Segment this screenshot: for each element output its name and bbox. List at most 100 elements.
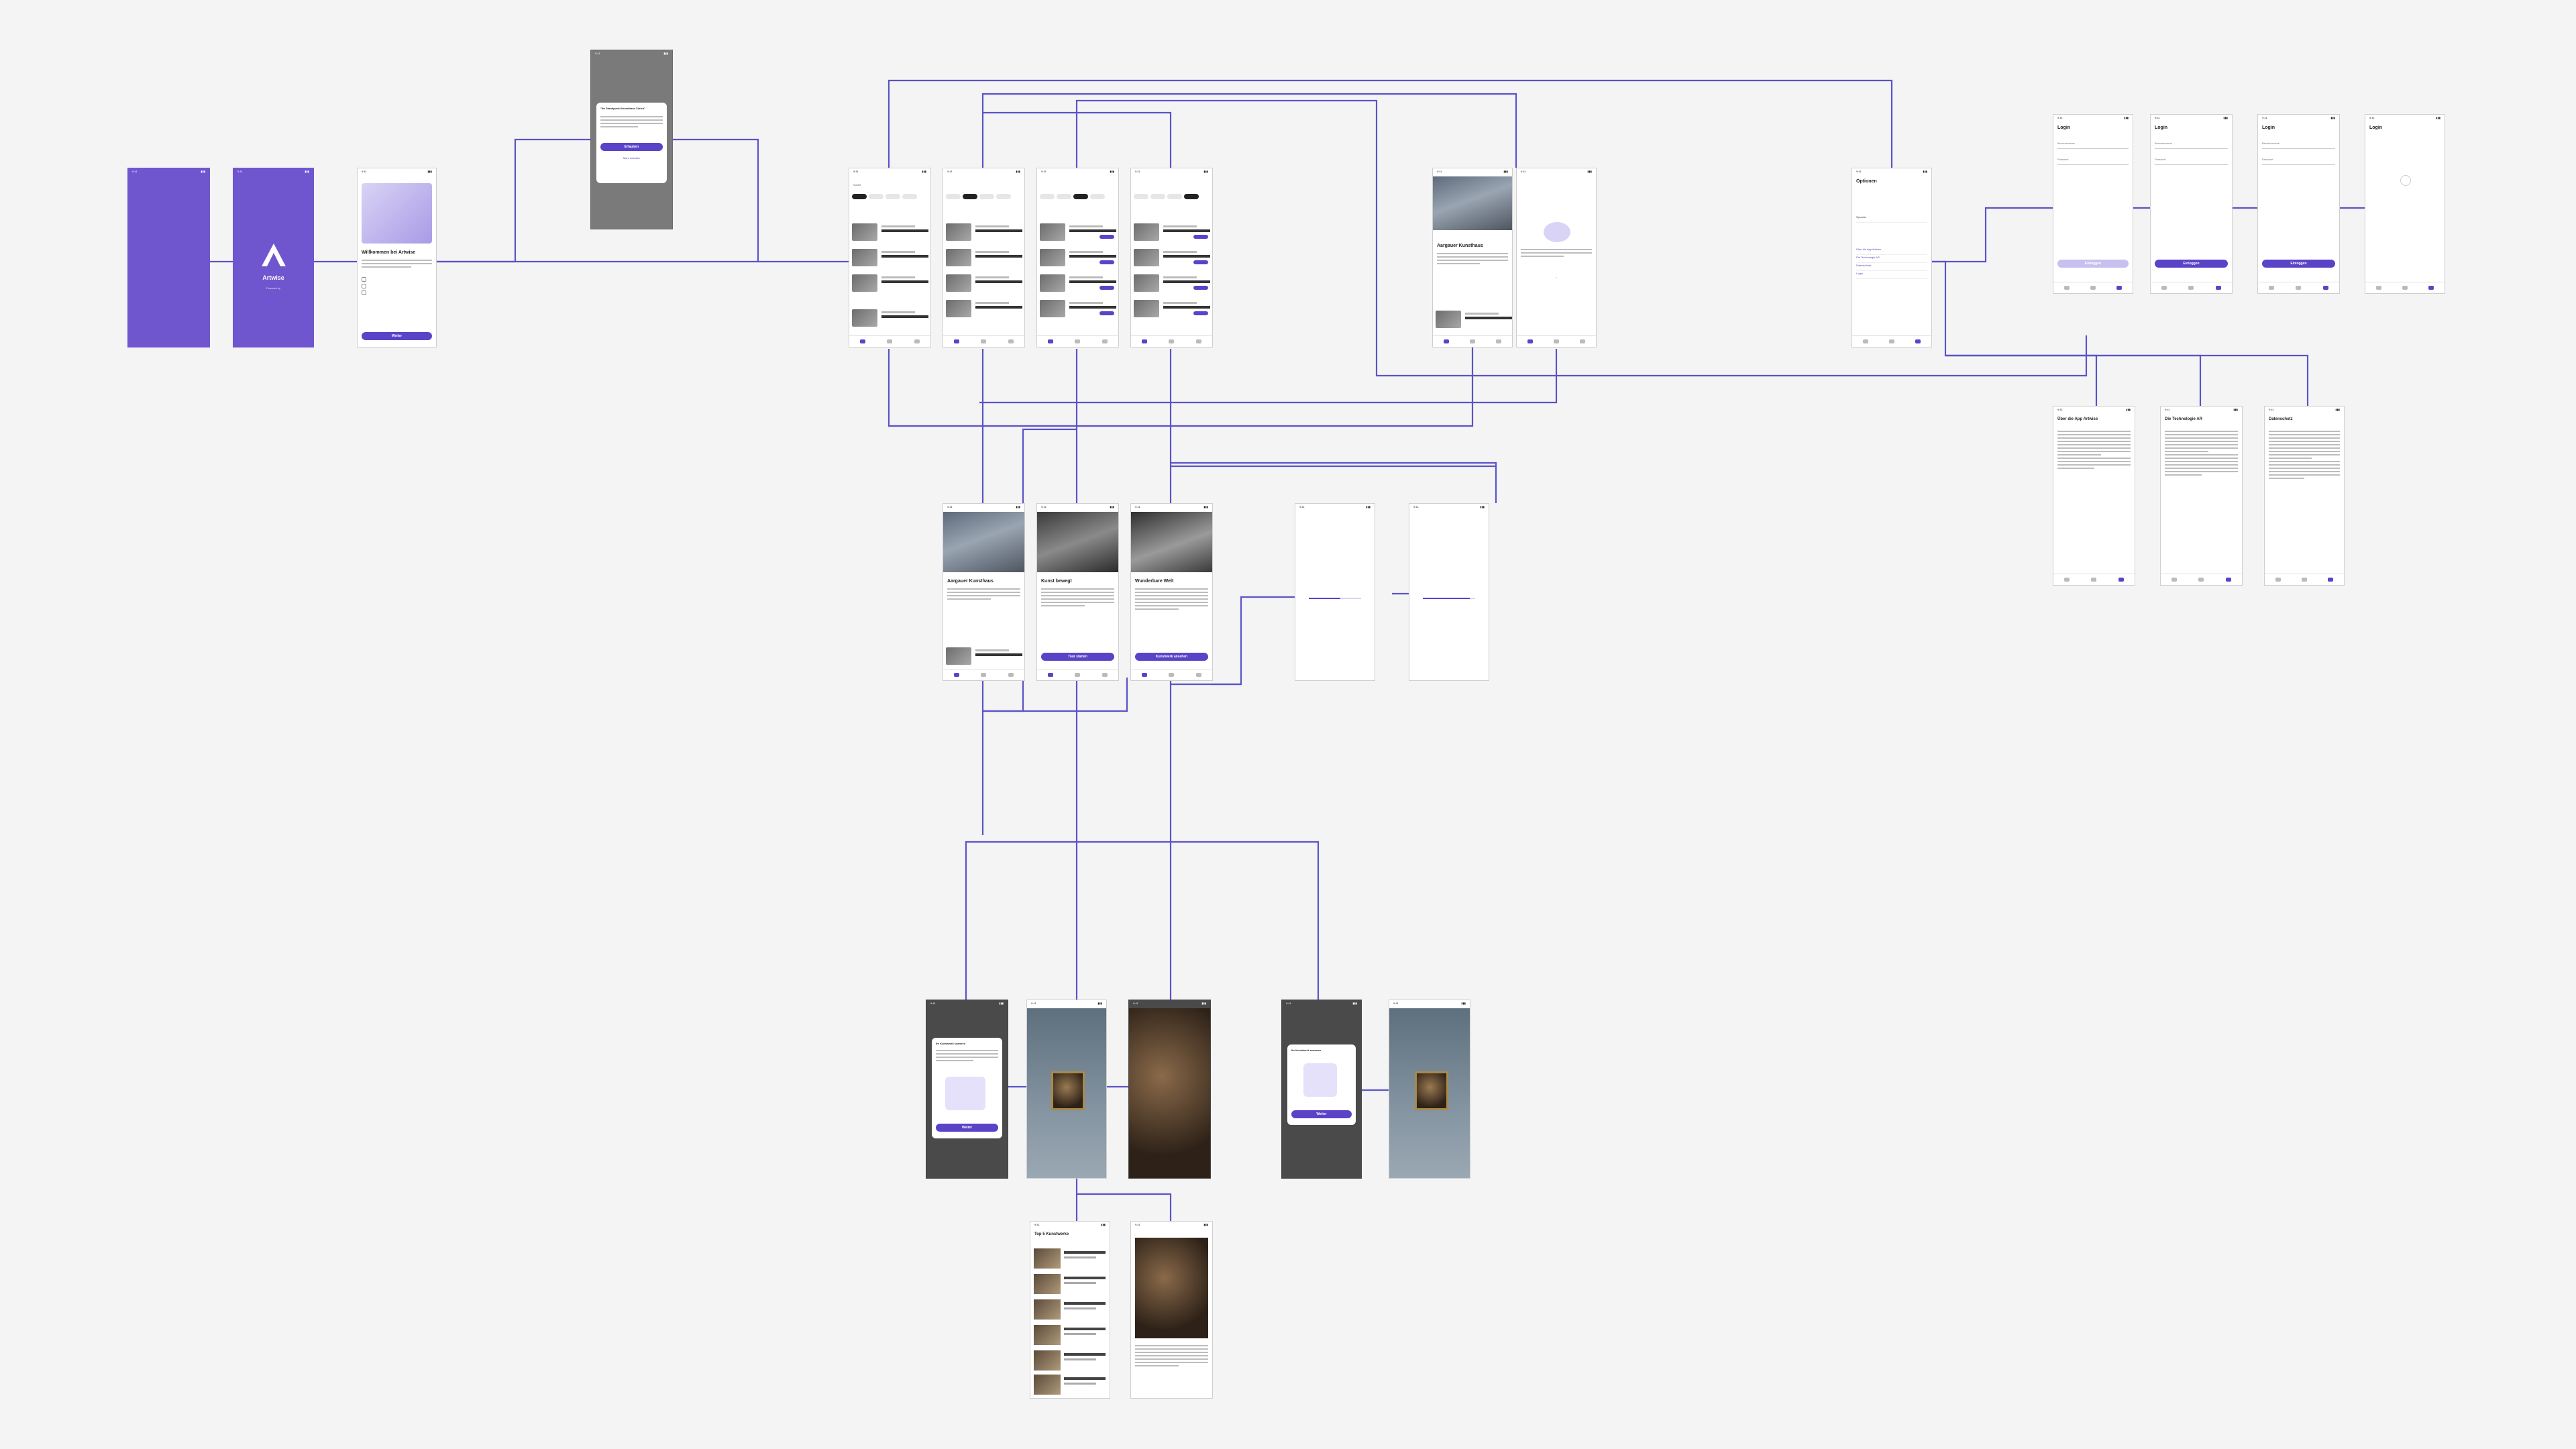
result-thumb[interactable] [1034,1375,1061,1395]
list-item[interactable] [852,274,928,294]
scan-continue-button[interactable]: Weiter [936,1124,998,1132]
tab-explore[interactable] [954,339,959,343]
tab-scan[interactable] [2090,286,2096,290]
tab-options[interactable] [2328,578,2333,582]
tab-scan[interactable] [1075,673,1080,677]
list-item[interactable] [852,223,928,244]
list-item[interactable] [946,647,1022,667]
view-artwork-button[interactable]: Kunstwerk ansehen [1135,653,1208,661]
start-tour-button[interactable]: Tour starten [1041,653,1114,661]
tab-explore[interactable] [1048,673,1053,677]
tab-explore[interactable] [1142,673,1147,677]
detected-painting[interactable] [1051,1071,1085,1110]
tab-scan[interactable] [2091,578,2096,582]
chip-discover[interactable] [1040,194,1055,199]
welcome-check-1[interactable] [362,277,368,282]
tab-scan[interactable] [1889,339,1894,343]
tab-scan[interactable] [1169,673,1174,677]
detected-painting[interactable] [1415,1071,1448,1110]
tab-options[interactable] [914,339,920,343]
permission-deny-link[interactable]: Nicht erlauben [600,156,663,160]
tab-explore[interactable] [2171,578,2177,582]
login-password-field[interactable]: Passwort [2155,158,2228,165]
tab-explore[interactable] [1142,339,1147,343]
tab-scan[interactable] [2198,578,2204,582]
result-thumb[interactable] [1034,1274,1061,1294]
tab-explore[interactable] [2275,578,2281,582]
tab-explore[interactable] [1444,339,1449,343]
tab-explore[interactable] [2376,286,2381,290]
list-item[interactable] [1040,274,1116,294]
chip-artworks[interactable] [902,194,917,199]
result-thumb[interactable] [1034,1248,1061,1269]
tab-scan[interactable] [1554,339,1559,343]
tab-options[interactable] [1496,339,1501,343]
list-item[interactable] [852,309,928,329]
tab-options[interactable] [1915,339,1921,343]
chip-tours[interactable] [885,194,900,199]
tab-options[interactable] [1196,339,1201,343]
login-username-field[interactable]: Benutzername [2155,142,2228,149]
chip-places[interactable] [1057,194,1071,199]
list-item[interactable] [852,249,928,269]
tab-explore[interactable] [860,339,865,343]
chip-artworks[interactable] [1090,194,1105,199]
tab-explore[interactable] [1527,339,1533,343]
tab-options[interactable] [2116,286,2122,290]
chip-discover[interactable] [1134,194,1148,199]
scan-continue-button[interactable]: Weiter [1291,1110,1352,1118]
tab-scan[interactable] [2402,286,2408,290]
explore-search[interactable]: Suche [853,183,926,186]
tab-explore[interactable] [954,673,959,677]
tab-scan[interactable] [1470,339,1475,343]
chip-discover[interactable] [946,194,961,199]
login-username-field[interactable]: Benutzername [2262,142,2335,149]
login-password-field[interactable]: Passwort [2262,158,2335,165]
welcome-check-2[interactable] [362,284,368,288]
list-item[interactable] [946,223,1022,244]
tab-explore[interactable] [1863,339,1868,343]
list-item[interactable] [1040,223,1116,244]
chip-artworks[interactable] [996,194,1011,199]
list-item[interactable] [1040,249,1116,269]
list-item[interactable] [1134,300,1210,320]
tab-explore[interactable] [2161,286,2167,290]
chip-places[interactable] [869,194,883,199]
tab-explore[interactable] [2064,578,2070,582]
tab-options[interactable] [1196,673,1201,677]
result-thumb[interactable] [1034,1350,1061,1371]
option-about[interactable]: Über die App Artwise [1856,248,1927,255]
list-item[interactable] [946,300,1022,320]
chip-discover[interactable] [852,194,867,199]
login-username-field[interactable]: Benutzername [2057,142,2129,149]
tab-explore[interactable] [2269,286,2274,290]
list-item[interactable] [946,274,1022,294]
list-item[interactable] [946,249,1022,269]
venue-map-link[interactable]: › [1521,276,1592,279]
ar-painting-overlay[interactable] [1129,1008,1210,1178]
login-button-disabled[interactable]: Einloggen [2057,260,2129,268]
tab-options[interactable] [2428,286,2434,290]
tab-scan[interactable] [1169,339,1174,343]
permission-allow-button[interactable]: Erlauben [600,143,663,151]
tab-scan[interactable] [981,339,986,343]
tab-scan[interactable] [2302,578,2307,582]
tab-scan[interactable] [981,673,986,677]
chip-artworks[interactable] [1184,194,1199,199]
list-item[interactable] [1134,249,1210,269]
result-thumb[interactable] [1034,1299,1061,1320]
option-privacy[interactable]: Datenschutz [1856,264,1927,271]
tab-explore[interactable] [2064,286,2070,290]
tab-options[interactable] [1102,673,1108,677]
tab-scan[interactable] [2296,286,2301,290]
option-language[interactable]: Sprache [1856,215,1927,223]
login-password-field[interactable]: Passwort [2057,158,2129,165]
chip-places[interactable] [1150,194,1165,199]
tab-options[interactable] [2118,578,2124,582]
login-button[interactable]: Einloggen [2155,260,2228,268]
login-button[interactable]: Einloggen [2262,260,2335,268]
tab-options[interactable] [2216,286,2221,290]
tab-options[interactable] [1580,339,1585,343]
option-login[interactable]: Login [1856,272,1927,279]
tab-options[interactable] [1102,339,1108,343]
